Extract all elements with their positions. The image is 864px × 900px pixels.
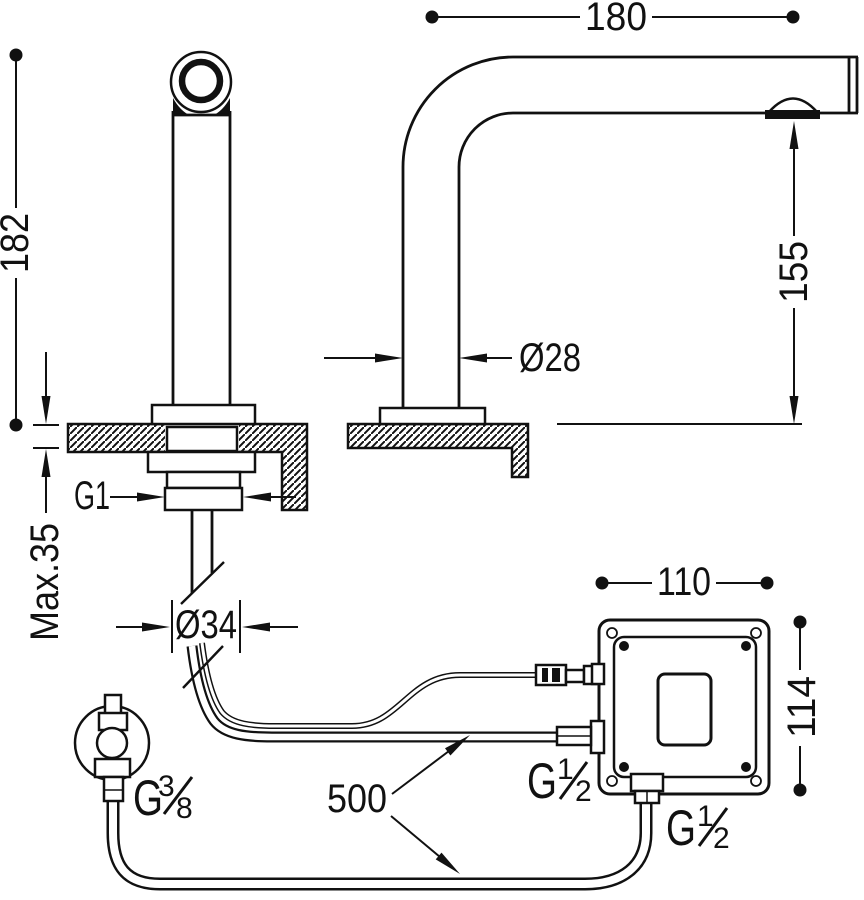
label-outlet-height: 155 [772, 241, 816, 303]
dim-hose-length [390, 735, 470, 874]
dim-max-deck-thickness [33, 352, 59, 513]
dimension-labels: 180 182 155 Ø28 G1 Max.35 Ø34 110 114 50… [0, 0, 824, 856]
dimension-lines [9, 10, 807, 874]
svg-text:3: 3 [158, 770, 175, 803]
dim-faucet-height [9, 48, 23, 432]
control-box [555, 618, 771, 805]
cover-screw [606, 775, 618, 787]
dim-box-height [793, 615, 807, 797]
under-deck-spacer [165, 470, 242, 490]
dim-spout-reach [425, 10, 800, 24]
inner-screw [619, 641, 629, 651]
label-hole-diameter: Ø34 [175, 603, 237, 647]
svg-text:8: 8 [176, 792, 193, 825]
svg-text:G: G [666, 800, 696, 856]
label-box-inlet-thread: G 1 2 [527, 753, 592, 809]
label-box-outlet-thread: G 1 2 [666, 800, 730, 856]
cable-connector [534, 663, 598, 687]
base-flange [150, 403, 257, 426]
svg-text:G: G [133, 770, 163, 826]
inlet-port [589, 719, 606, 755]
inner-screw [741, 641, 751, 651]
fraction-slash [162, 776, 194, 815]
inner-screw [741, 762, 751, 772]
cover-screw [750, 775, 762, 787]
valve-outlet-nut [93, 757, 132, 779]
svg-text:2: 2 [713, 822, 730, 855]
spout-side-view [378, 55, 859, 426]
neck-fillet-right [212, 98, 230, 116]
angle-valve [73, 693, 151, 803]
valve-hose-fitting [102, 775, 125, 803]
label-spout-diameter: Ø28 [519, 336, 581, 380]
spout-base-flange [378, 406, 487, 426]
cable-port [590, 662, 606, 686]
dim-shank-thread [110, 492, 296, 502]
mounting-nut [163, 486, 244, 512]
label-hose-length: 500 [327, 777, 387, 821]
inner-screw [619, 762, 629, 772]
svg-text:1: 1 [697, 800, 714, 833]
cover-screw [606, 627, 618, 639]
left-countertop-section [66, 422, 309, 512]
label-spout-reach: 180 [585, 0, 647, 39]
dim-hole-diameter [116, 600, 298, 653]
label-max-deck-thickness: Max.35 [23, 523, 67, 641]
valve-handle [95, 726, 129, 760]
svg-text:1: 1 [557, 753, 574, 786]
label-supply-valve-thread: G 3 8 [133, 770, 194, 826]
break-line [180, 561, 225, 605]
sensor-cable [199, 642, 536, 729]
right-countertop-section [346, 422, 530, 479]
sensor-eye-ring [178, 58, 224, 104]
dim-spout-diameter [324, 353, 512, 363]
break-line [182, 645, 224, 689]
dim-outlet-height [557, 121, 802, 425]
aerator-outlet [765, 110, 820, 119]
cover-screw [750, 627, 762, 639]
outlet-port [629, 772, 665, 793]
under-deck-washer [146, 450, 257, 474]
hoses [106, 642, 653, 891]
shank-through-hole [165, 425, 239, 453]
neck-fillet-left [173, 98, 191, 116]
sensor-column-body [146, 50, 257, 593]
aerator-dome [766, 97, 820, 114]
label-faucet-height: 182 [0, 213, 37, 273]
fraction-slash [697, 807, 729, 847]
fraction-slash [558, 761, 589, 800]
box-gasket [612, 635, 758, 779]
svg-text:G: G [527, 753, 557, 809]
dim-box-width [595, 576, 774, 590]
label-box-height: 114 [780, 676, 824, 738]
label-box-width: 110 [657, 560, 711, 604]
box-window [656, 672, 713, 747]
label-shank-thread: G1 [74, 474, 110, 518]
svg-text:2: 2 [575, 775, 592, 808]
